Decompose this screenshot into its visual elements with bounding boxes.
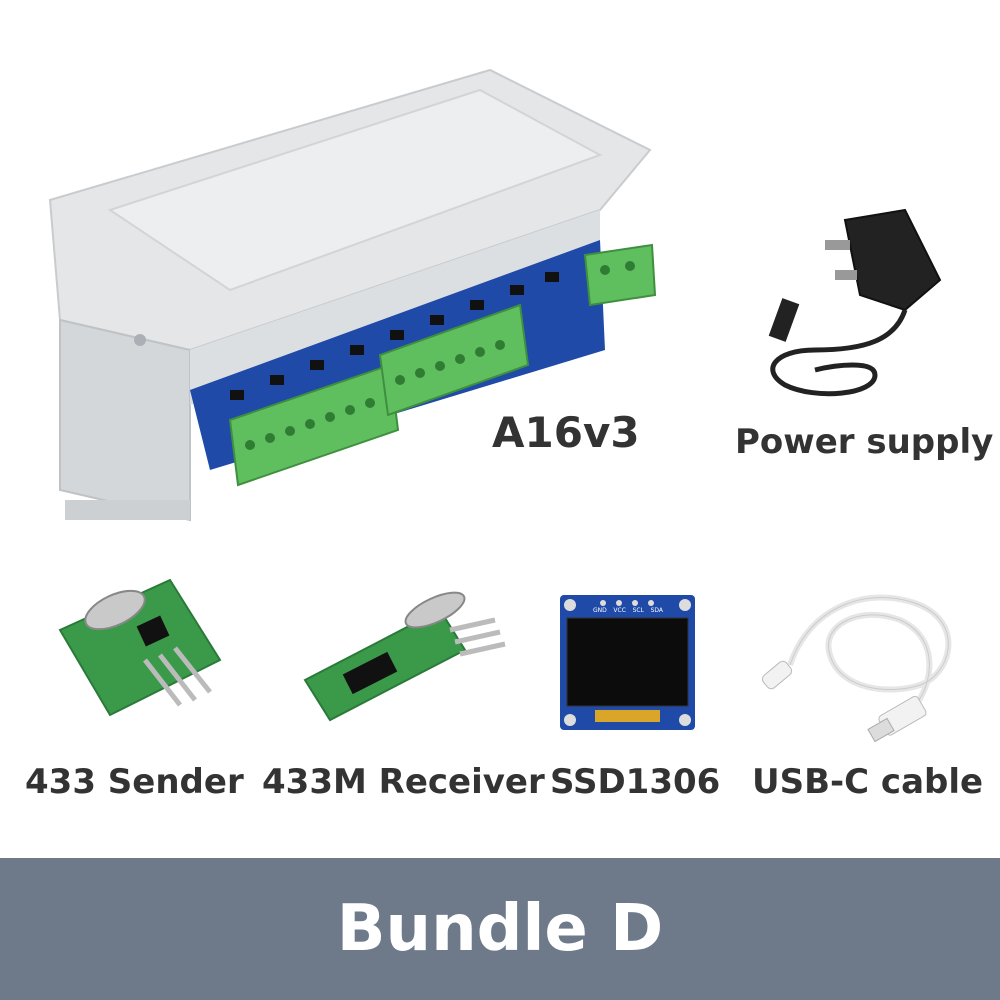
product-label-ssd1306: SSD1306 [550, 762, 721, 802]
oled-pin-gnd: GND [593, 607, 607, 614]
sender-module-image [50, 570, 250, 740]
bundle-banner: Bundle D [0, 858, 1000, 1000]
product-label-433-sender: 433 Sender [25, 762, 244, 802]
power-supply-image [755, 200, 955, 420]
rf-receiver-module-icon [303, 591, 506, 722]
product-label-usb-c-cable: USB-C cable [752, 762, 984, 802]
oled-pin-scl: SCL [632, 607, 644, 614]
oled-pin-labels: GND VCC SCL SDA [593, 607, 663, 614]
oled-module-image: GND VCC SCL SDA [555, 590, 700, 735]
oled-pin-sda: SDA [650, 607, 663, 614]
relay-controller-image [40, 60, 680, 530]
product-label-power-supply: Power supply [735, 422, 994, 462]
rf-transmitter-module-icon [58, 578, 222, 717]
oled-display-module-icon [560, 595, 695, 730]
usb-c-cable-icon [761, 594, 952, 743]
oled-pin-vcc: VCC [613, 607, 626, 614]
bundle-title: Bundle D [336, 892, 664, 966]
usb-cable-image [750, 585, 965, 755]
product-label-433m-receiver: 433M Receiver [262, 762, 545, 802]
uk-power-adapter-icon [768, 208, 942, 397]
product-label-a16v3: A16v3 [492, 408, 640, 457]
relay-controller-enclosure-icon [48, 68, 657, 522]
receiver-module-image [300, 580, 510, 730]
